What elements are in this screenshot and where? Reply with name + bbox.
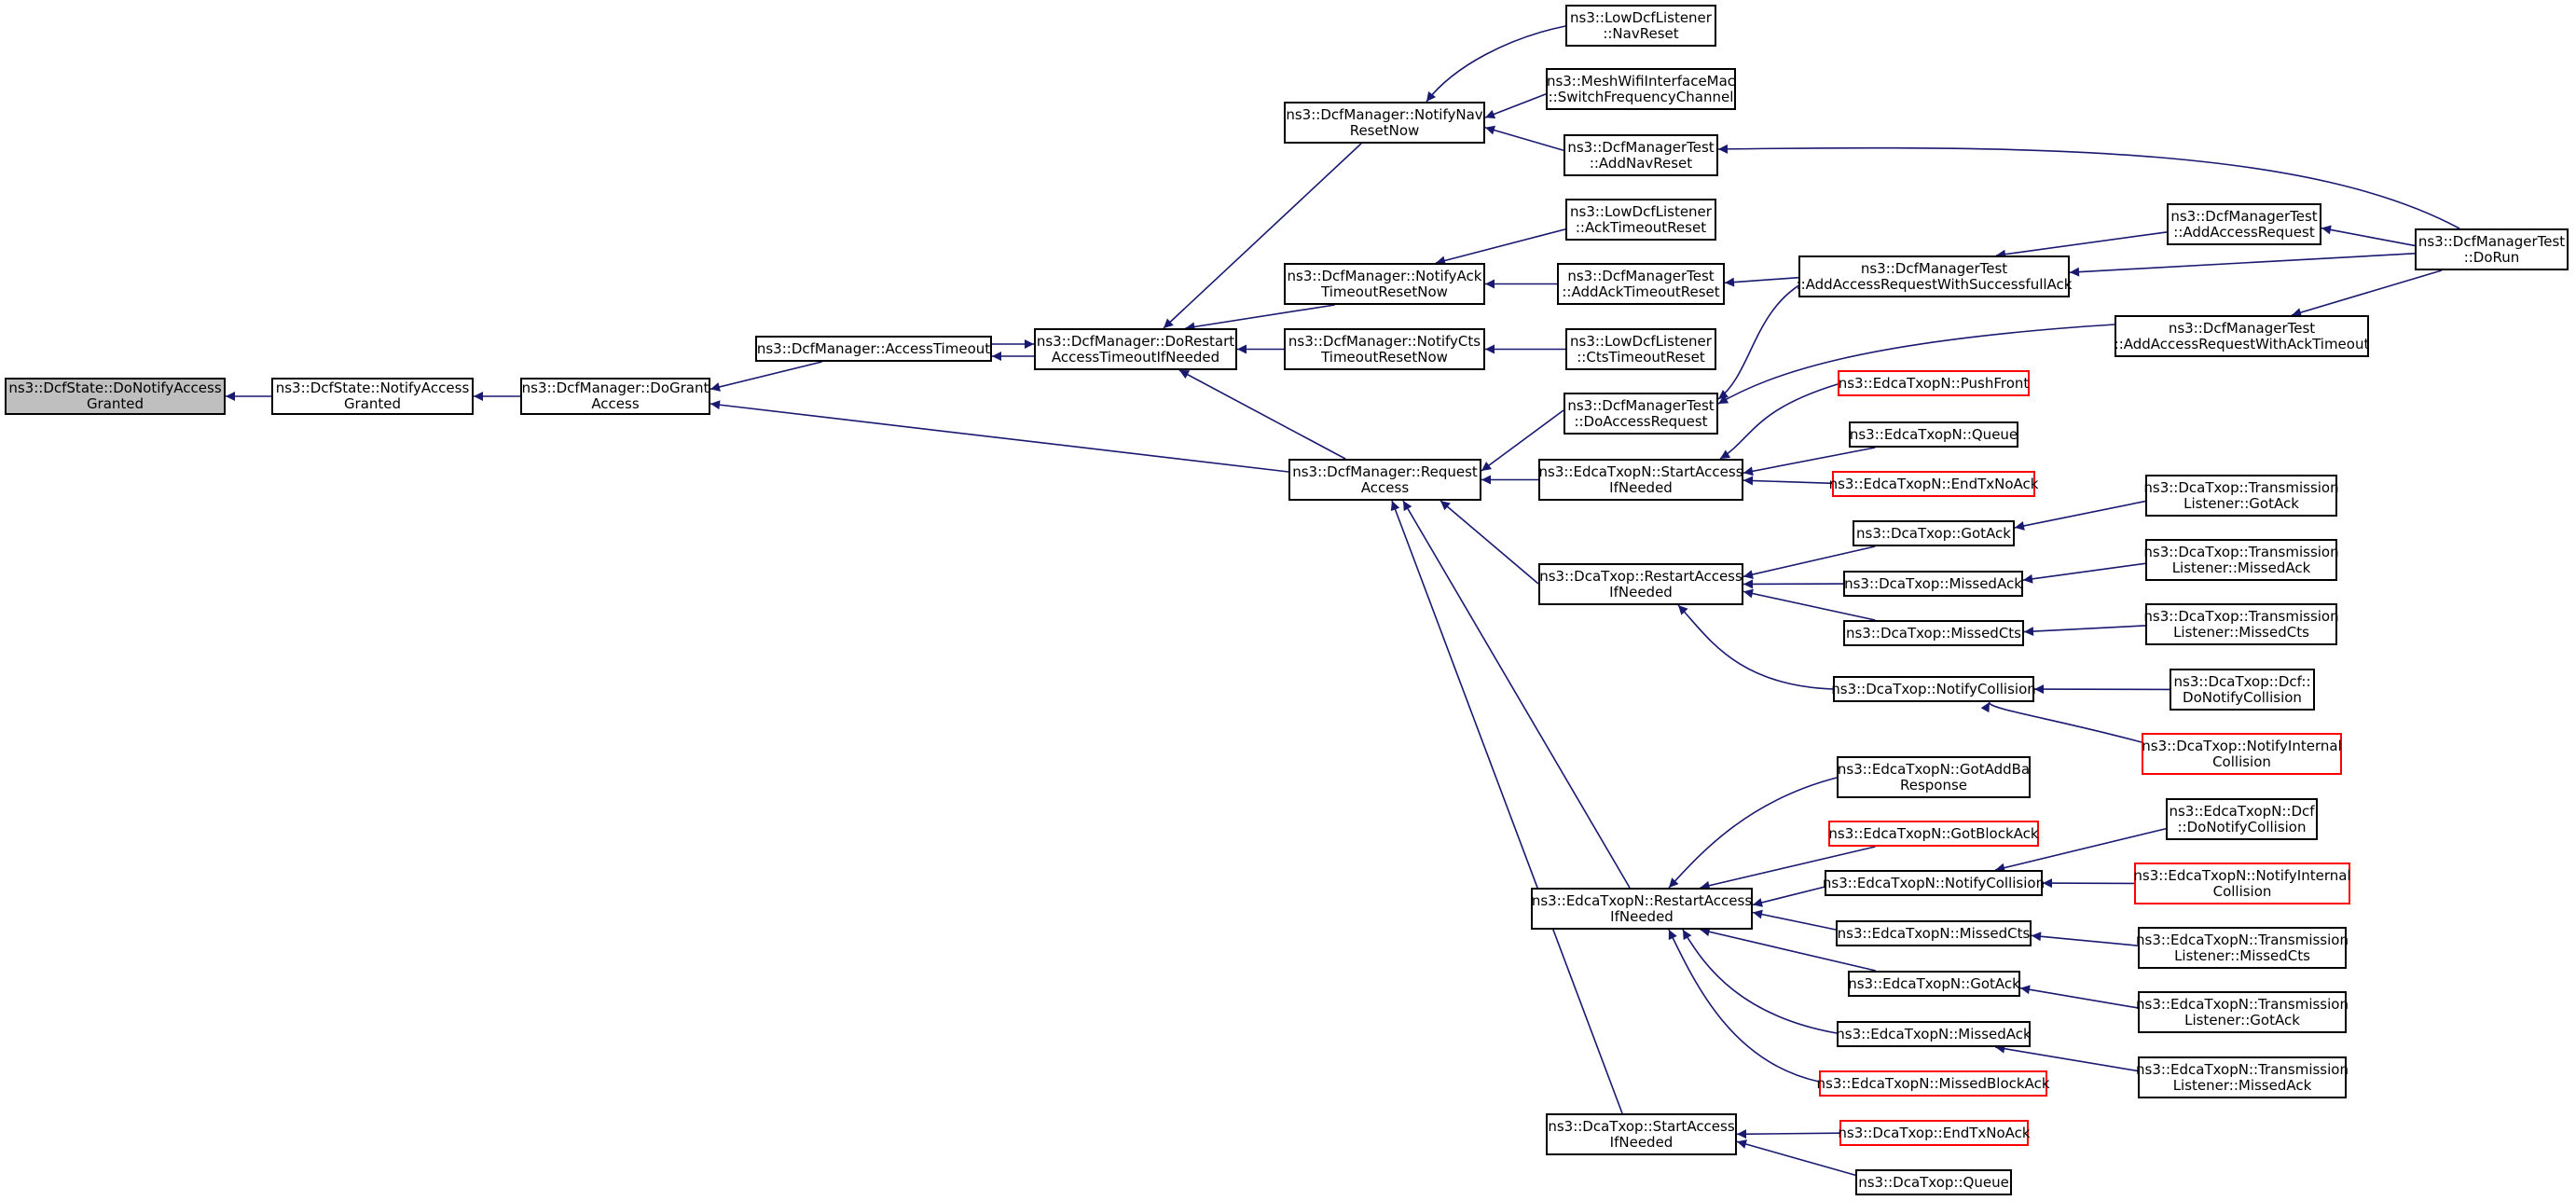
- edge-n46-to-n40: [2019, 985, 2139, 1009]
- edge-n8-to-n2: [709, 400, 1289, 473]
- edge-n48-to-n19: [1736, 1129, 1840, 1139]
- function-node[interactable]: ns3::EdcaTxopN::MissedBlockAck: [1817, 1070, 2050, 1097]
- edge-n29-to-n17: [1743, 588, 1876, 621]
- edge-n24-to-n16: [1719, 383, 1839, 460]
- function-node[interactable]: ns3::DcaTxop::NotifyInternal Collision: [2142, 733, 2342, 775]
- function-node[interactable]: ns3::DcaTxop::Transmission Listener::Mis…: [2143, 539, 2339, 581]
- function-node[interactable]: ns3::DcfManager::Request Access: [1288, 459, 1481, 501]
- function-node[interactable]: ns3::EdcaTxopN::RestartAccess IfNeeded: [1531, 888, 1753, 930]
- edge-n25-to-n16: [1743, 447, 1876, 476]
- root-function-node: ns3::DcfState::DoNotifyAccess Granted: [5, 378, 226, 415]
- edge-n41-to-n18: [1682, 929, 1838, 1034]
- edge-n22-to-n23: [2291, 269, 2443, 317]
- function-node[interactable]: ns3::DcfManager::DoGrant Access: [520, 378, 710, 415]
- edge-n45-to-n39: [2031, 932, 2139, 946]
- edge-n22-to-n11: [1717, 144, 2460, 229]
- function-node[interactable]: ns3::MeshWifiInterfaceMac ::SwitchFreque…: [1546, 68, 1736, 110]
- function-node[interactable]: ns3::EdcaTxopN::Queue: [1849, 421, 2018, 448]
- function-node[interactable]: ns3::DcaTxop::Dcf:: DoNotifyCollision: [2170, 669, 2315, 711]
- function-node[interactable]: ns3::EdcaTxopN::NotifyCollision: [1823, 870, 2045, 896]
- edge-n8-to-n4: [1178, 369, 1346, 460]
- function-node[interactable]: ns3::DcaTxop::MissedCts: [1843, 620, 2024, 646]
- edge-n5-to-n4: [1163, 143, 1362, 329]
- edge-n26-to-n16: [1743, 476, 1833, 486]
- function-node[interactable]: ns3::EdcaTxopN::GotAddBa Response: [1837, 756, 2031, 798]
- function-node[interactable]: ns3::DcfManager::NotifyAck TimeoutResetN…: [1284, 263, 1485, 305]
- function-node[interactable]: ns3::DcaTxop::MissedAck: [1843, 571, 2023, 597]
- edge-n35-to-n30: [1980, 701, 2142, 743]
- function-node[interactable]: ns3::DcfManagerTest ::AddAccessRequestWi…: [2115, 315, 2369, 357]
- edge-n38-to-n18: [1752, 886, 1825, 907]
- edge-n12-to-n6: [1435, 228, 1566, 266]
- function-node[interactable]: ns3::DcfManager::AccessTimeout: [755, 336, 992, 362]
- edge-n21-to-n20: [1995, 231, 2168, 259]
- function-node[interactable]: ns3::DcaTxop::RestartAccess IfNeeded: [1538, 563, 1743, 605]
- edge-n37-to-n18: [1700, 846, 1876, 890]
- edge-n20-to-n13: [1724, 276, 1799, 287]
- function-node[interactable]: ns3::EdcaTxopN::Transmission Listener::G…: [2136, 991, 2349, 1033]
- function-node[interactable]: ns3::LowDcfListener ::NavReset: [1565, 5, 1716, 47]
- edge-n31-to-n27: [2014, 500, 2146, 531]
- function-node[interactable]: ns3::EdcaTxopN::GotAck: [1848, 971, 2020, 997]
- edge-n19-to-n8: [1390, 500, 1623, 1114]
- function-node[interactable]: ns3::EdcaTxopN::Dcf ::DoNotifyCollision: [2166, 798, 2318, 840]
- edge-n15-to-n8: [1481, 409, 1564, 472]
- function-node[interactable]: ns3::DcfState::NotifyAccess Granted: [271, 378, 474, 415]
- function-node[interactable]: ns3::EdcaTxopN::EndTxNoAck: [1829, 471, 2038, 497]
- function-node[interactable]: ns3::DcfManagerTest ::AddAccessRequestWi…: [1797, 255, 2072, 297]
- edge-n20-to-n15: [1717, 279, 1810, 400]
- function-node[interactable]: ns3::EdcaTxopN::NotifyInternal Collision: [2133, 863, 2351, 904]
- edge-n40-to-n18: [1700, 927, 1876, 972]
- function-node[interactable]: ns3::LowDcfListener ::AckTimeoutReset: [1565, 199, 1716, 241]
- function-node[interactable]: ns3::LowDcfListener ::CtsTimeoutReset: [1565, 328, 1716, 370]
- function-node[interactable]: ns3::DcaTxop::NotifyCollision: [1831, 676, 2036, 702]
- function-node[interactable]: ns3::DcfManagerTest ::AddNavReset: [1564, 134, 1718, 176]
- function-node[interactable]: ns3::DcfManager::NotifyNav ResetNow: [1284, 102, 1485, 144]
- edge-n18-to-n8: [1402, 500, 1631, 889]
- edge-n11-to-n5: [1484, 125, 1564, 152]
- function-node[interactable]: ns3::EdcaTxopN::Transmission Listener::M…: [2136, 1056, 2349, 1098]
- edge-n32-to-n28: [2022, 562, 2146, 584]
- edge-n6-to-n4: [1185, 304, 1335, 332]
- edge-n49-to-n19: [1736, 1139, 1856, 1177]
- edge-n36-to-n18: [1668, 777, 1838, 889]
- edge-n27-to-n17: [1743, 545, 1876, 579]
- edge-n3-to-n2: [709, 361, 822, 392]
- function-node[interactable]: ns3::EdcaTxopN::MissedAck: [1836, 1021, 2032, 1047]
- edge-n33-to-n29: [2023, 625, 2146, 637]
- function-node[interactable]: ns3::DcaTxop::Queue: [1855, 1169, 2012, 1195]
- function-node[interactable]: ns3::DcaTxop::GotAck: [1853, 520, 2015, 546]
- function-node[interactable]: ns3::DcaTxop::EndTxNoAck: [1838, 1120, 2031, 1146]
- function-node[interactable]: ns3::DcaTxop::Transmission Listener::Got…: [2143, 475, 2339, 517]
- edge-n42-to-n18: [1668, 929, 1820, 1083]
- edge-n22-to-n21: [2321, 225, 2416, 247]
- function-node[interactable]: ns3::EdcaTxopN::StartAccess IfNeeded: [1538, 459, 1743, 501]
- function-node[interactable]: ns3::EdcaTxopN::Transmission Listener::M…: [2136, 927, 2349, 969]
- function-node[interactable]: ns3::DcfManagerTest ::DoAccessRequest: [1564, 393, 1718, 435]
- edge-n17-to-n8: [1440, 500, 1539, 585]
- function-node[interactable]: ns3::DcaTxop::StartAccess IfNeeded: [1546, 1113, 1737, 1155]
- function-node[interactable]: ns3::DcfManager::NotifyCts TimeoutResetN…: [1284, 328, 1485, 370]
- edge-n23-to-n15: [1717, 324, 2115, 405]
- function-node[interactable]: ns3::EdcaTxopN::PushFront: [1838, 370, 2030, 396]
- function-node[interactable]: ns3::DcfManagerTest ::AddAckTimeoutReset: [1557, 263, 1725, 305]
- edge-n9-to-n5: [1426, 25, 1566, 103]
- edge-n10-to-n5: [1484, 93, 1547, 119]
- edge-n30-to-n17: [1677, 604, 1834, 690]
- function-node[interactable]: ns3::DcaTxop::Transmission Listener::Mis…: [2143, 603, 2339, 645]
- edge-n47-to-n41: [1995, 1043, 2139, 1072]
- function-node[interactable]: ns3::DcfManagerTest ::DoRun: [2415, 228, 2569, 270]
- function-node[interactable]: ns3::EdcaTxopN::MissedCts: [1836, 920, 2032, 946]
- function-node[interactable]: ns3::EdcaTxopN::GotBlockAck: [1828, 821, 2039, 847]
- edge-n39-to-n18: [1752, 909, 1837, 931]
- function-node[interactable]: ns3::DcfManagerTest ::AddAccessRequest: [2167, 203, 2321, 245]
- function-node[interactable]: ns3::DcfManager::DoRestart AccessTimeout…: [1034, 328, 1237, 370]
- edge-n22-to-n20: [2069, 253, 2416, 277]
- edge-n43-to-n38: [1994, 827, 2167, 873]
